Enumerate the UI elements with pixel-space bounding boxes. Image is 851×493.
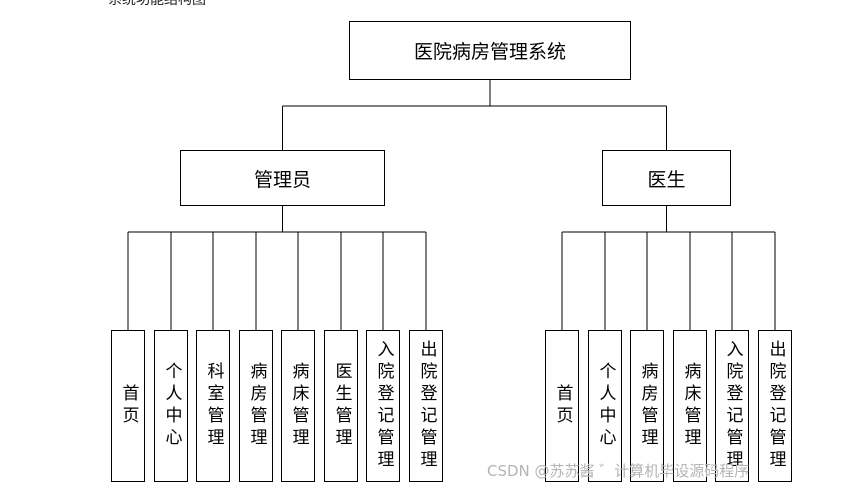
function-node-label: 出院登记管理 bbox=[416, 340, 437, 472]
function-node-label: 病床管理 bbox=[288, 362, 309, 450]
function-node: 科室管理 bbox=[196, 330, 230, 482]
function-node-label: 入院登记管理 bbox=[373, 340, 394, 472]
function-node: 个人中心 bbox=[154, 330, 188, 482]
function-node-label: 出院登记管理 bbox=[765, 340, 786, 472]
function-node: 医生管理 bbox=[324, 330, 358, 482]
function-node: 病房管理 bbox=[239, 330, 273, 482]
function-node: 入院登记管理 bbox=[366, 330, 400, 482]
function-node-label: 医生管理 bbox=[331, 362, 352, 450]
function-node: 出院登记管理 bbox=[758, 330, 792, 482]
function-node-label: 首页 bbox=[118, 384, 139, 428]
watermark: CSDN @苏苏酱 ゛计算机毕设源码程序 bbox=[487, 462, 750, 480]
function-node-label: 病床管理 bbox=[680, 362, 701, 450]
function-node-label: 首页 bbox=[552, 384, 573, 428]
role-node-admin: 管理员 bbox=[180, 150, 385, 206]
function-node-label: 个人中心 bbox=[595, 362, 616, 450]
function-node: 病房管理 bbox=[630, 330, 664, 482]
function-node-label: 入院登记管理 bbox=[722, 340, 743, 472]
top-text-fragment: 系统功能结构图 bbox=[108, 0, 206, 8]
function-node: 病床管理 bbox=[281, 330, 315, 482]
root-node: 医院病房管理系统 bbox=[349, 21, 631, 80]
role-node-doctor: 医生 bbox=[602, 150, 731, 206]
function-node-label: 病房管理 bbox=[637, 362, 658, 450]
function-node-label: 病房管理 bbox=[246, 362, 267, 450]
function-node-label: 个人中心 bbox=[161, 362, 182, 450]
function-node: 首页 bbox=[111, 330, 145, 482]
function-node-label: 科室管理 bbox=[203, 362, 224, 450]
function-node: 病床管理 bbox=[673, 330, 707, 482]
function-node: 出院登记管理 bbox=[409, 330, 443, 482]
function-node: 入院登记管理 bbox=[715, 330, 749, 482]
function-node: 个人中心 bbox=[588, 330, 622, 482]
function-node: 首页 bbox=[545, 330, 579, 482]
